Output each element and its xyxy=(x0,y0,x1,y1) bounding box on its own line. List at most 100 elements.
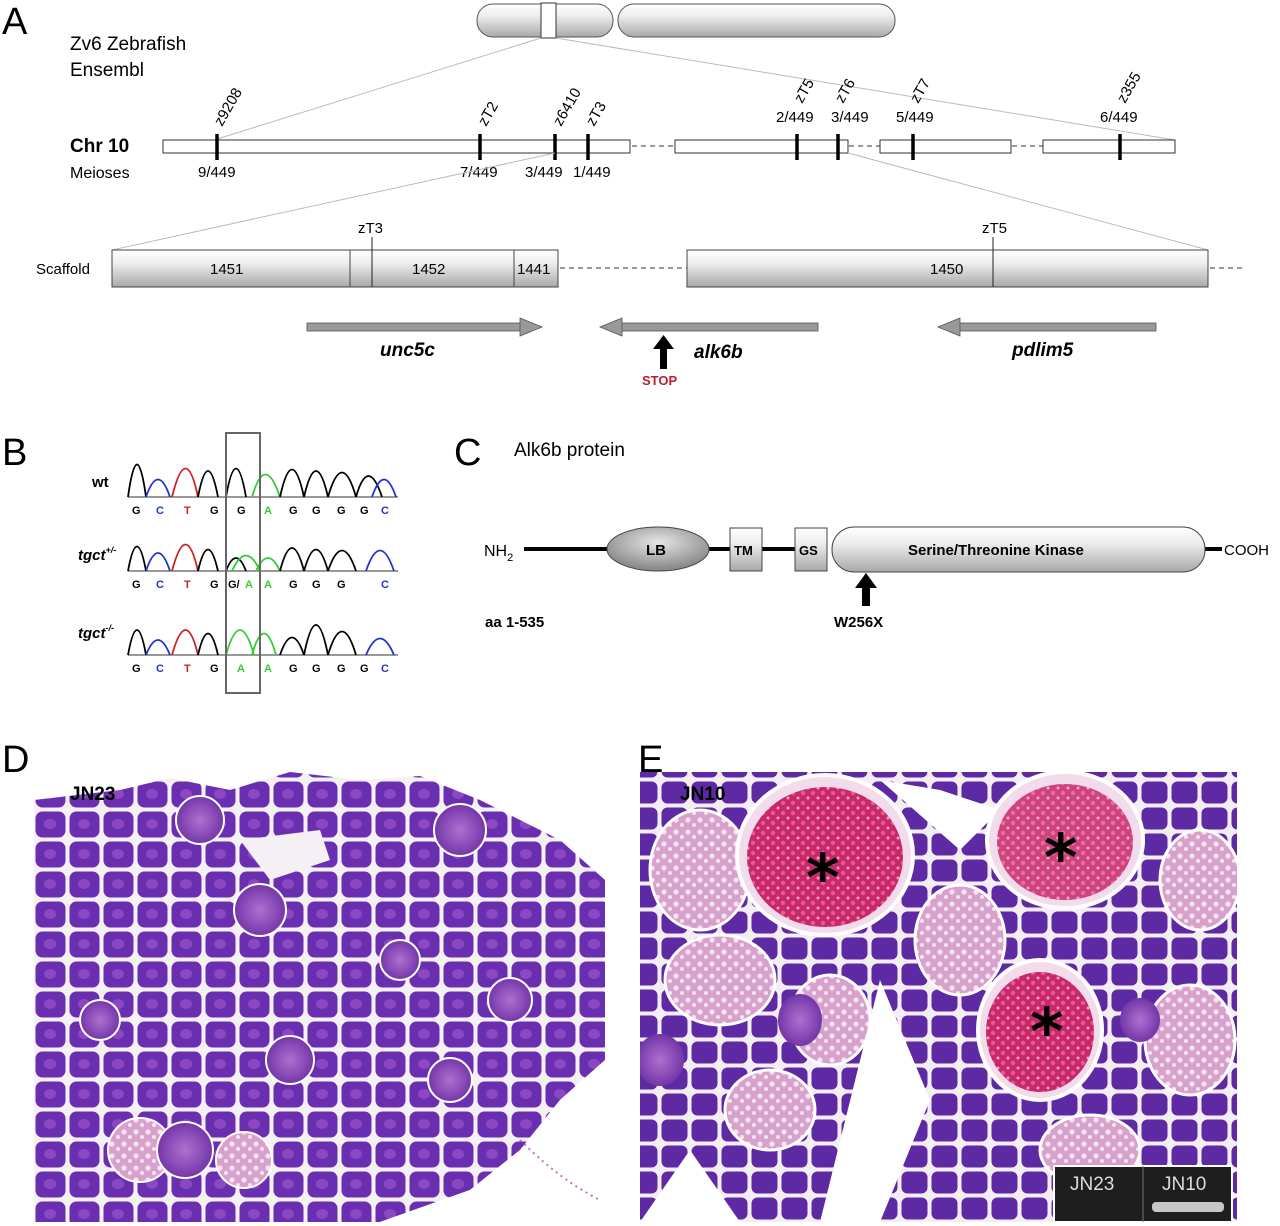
base: C xyxy=(156,579,164,591)
base: G xyxy=(312,579,321,591)
genotype-label: wt xyxy=(91,474,109,491)
base: C xyxy=(381,663,389,675)
domain-gs: GS xyxy=(794,527,828,572)
mutation-label: W256X xyxy=(834,614,883,631)
marker-count: 3/449 xyxy=(525,164,563,181)
marker-count: 1/449 xyxy=(573,164,611,181)
base: G/ xyxy=(228,579,240,591)
base: G xyxy=(289,505,298,517)
bases-mut: G C T G A A G G G G C xyxy=(132,663,389,675)
scaffold-1441: 1441 xyxy=(517,261,550,278)
sample-label-d: JN23 xyxy=(70,784,115,805)
gene-name-unc5c: unc5c xyxy=(380,340,435,361)
scaffold-map xyxy=(111,237,1245,288)
marker-name: z355 xyxy=(1114,69,1145,106)
genotype-label: tgct-/- xyxy=(78,623,114,642)
marker-count: 2/449 xyxy=(776,109,814,126)
mutation-arrow xyxy=(855,573,877,606)
chromosome-map xyxy=(162,139,1176,154)
asterisk-2: * xyxy=(1044,822,1077,896)
base: G xyxy=(237,505,246,517)
base: C xyxy=(156,663,164,675)
marker-count: 6/449 xyxy=(1100,109,1138,126)
base: G xyxy=(210,663,219,675)
meioses-label: Meioses xyxy=(70,165,130,182)
domain-label: LB xyxy=(646,542,666,559)
domain-label: Serine/Threonine Kinase xyxy=(908,542,1084,559)
histology-image-d xyxy=(34,772,605,1222)
bases-het: G C T G G/ A A G G G C xyxy=(132,579,389,591)
base: G xyxy=(132,505,141,517)
marker-name: zT7 xyxy=(907,76,934,106)
base: A xyxy=(237,663,245,675)
source-label-line2: Ensembl xyxy=(70,60,144,81)
base: G xyxy=(360,505,369,517)
base: G xyxy=(132,663,141,675)
base: T xyxy=(184,663,191,675)
sample-label-e: JN10 xyxy=(680,784,725,805)
gene-name-pdlim5: pdlim5 xyxy=(1011,340,1074,361)
aa-range: aa 1-535 xyxy=(485,614,544,631)
base: G xyxy=(312,663,321,675)
marker-zT6: zT6 3/449 xyxy=(831,76,869,160)
marker-name: zT2 xyxy=(475,99,502,129)
marker-count: 9/449 xyxy=(198,164,236,181)
base: G xyxy=(132,579,141,591)
marker-count: 5/449 xyxy=(896,109,934,126)
gene-arrow-unc5c xyxy=(306,317,544,337)
base: G xyxy=(289,663,298,675)
marker-count: 3/449 xyxy=(831,109,869,126)
marker-count: 7/449 xyxy=(460,164,498,181)
scaffold-marker-zT5: zT5 xyxy=(982,220,1007,237)
n-terminus: NH2 xyxy=(484,543,513,564)
domain-tm: TM xyxy=(729,527,763,572)
base: G xyxy=(289,579,298,591)
chromatogram-row-het: tgct+/- xyxy=(78,543,398,572)
histology-image-e xyxy=(640,772,1237,1222)
asterisk-3: * xyxy=(1030,996,1063,1070)
gene-arrow-pdlim5 xyxy=(936,317,1157,337)
source-label-line1: Zv6 Zebrafish xyxy=(70,34,186,55)
panel-c-letter: C xyxy=(454,432,481,474)
gene-name-alk6b: alk6b xyxy=(694,342,743,363)
c-terminus: COOH xyxy=(1224,542,1269,559)
base: A xyxy=(264,579,272,591)
base: G xyxy=(360,663,369,675)
scaffold-1450: 1450 xyxy=(930,261,963,278)
panel-b-letter: B xyxy=(2,432,27,474)
scaffold-marker-zT3: zT3 xyxy=(358,220,383,237)
base: G xyxy=(312,505,321,517)
scaffold-label: Scaffold xyxy=(36,261,90,278)
base: G xyxy=(337,505,346,517)
chromatogram-row-mut: tgct-/- xyxy=(78,623,398,656)
protein-title: Alk6b protein xyxy=(514,440,625,461)
base: T xyxy=(184,505,191,517)
domain-kinase: Serine/Threonine Kinase xyxy=(831,526,1206,573)
genotype-label: tgct+/- xyxy=(78,545,116,564)
chromatogram-row-wt: wt xyxy=(91,463,398,498)
marker-name: zT3 xyxy=(583,99,610,129)
gel-lane-label: JN10 xyxy=(1162,1174,1206,1195)
base: G xyxy=(210,579,219,591)
panel-a-letter: A xyxy=(2,1,28,43)
marker-z9208: z9208 9/449 xyxy=(198,85,246,181)
chr-label: Chr 10 xyxy=(70,136,129,157)
panel-d-letter: D xyxy=(2,739,29,781)
base: A xyxy=(245,579,253,591)
asterisk-1: * xyxy=(806,842,839,916)
base: G xyxy=(210,505,219,517)
marker-name: z6410 xyxy=(550,85,585,129)
gel-inset: JN23 JN10 xyxy=(1053,1165,1233,1223)
base: A xyxy=(264,505,272,517)
base: A xyxy=(264,663,272,675)
mutation-box xyxy=(225,432,261,694)
base: C xyxy=(381,579,389,591)
gene-arrow-alk6b xyxy=(598,317,819,337)
base: G xyxy=(337,579,346,591)
marker-name: zT6 xyxy=(832,76,859,106)
stop-label: STOP xyxy=(642,373,677,388)
base: C xyxy=(381,505,389,517)
base: G xyxy=(337,663,346,675)
chromosome-ideogram xyxy=(476,2,896,39)
